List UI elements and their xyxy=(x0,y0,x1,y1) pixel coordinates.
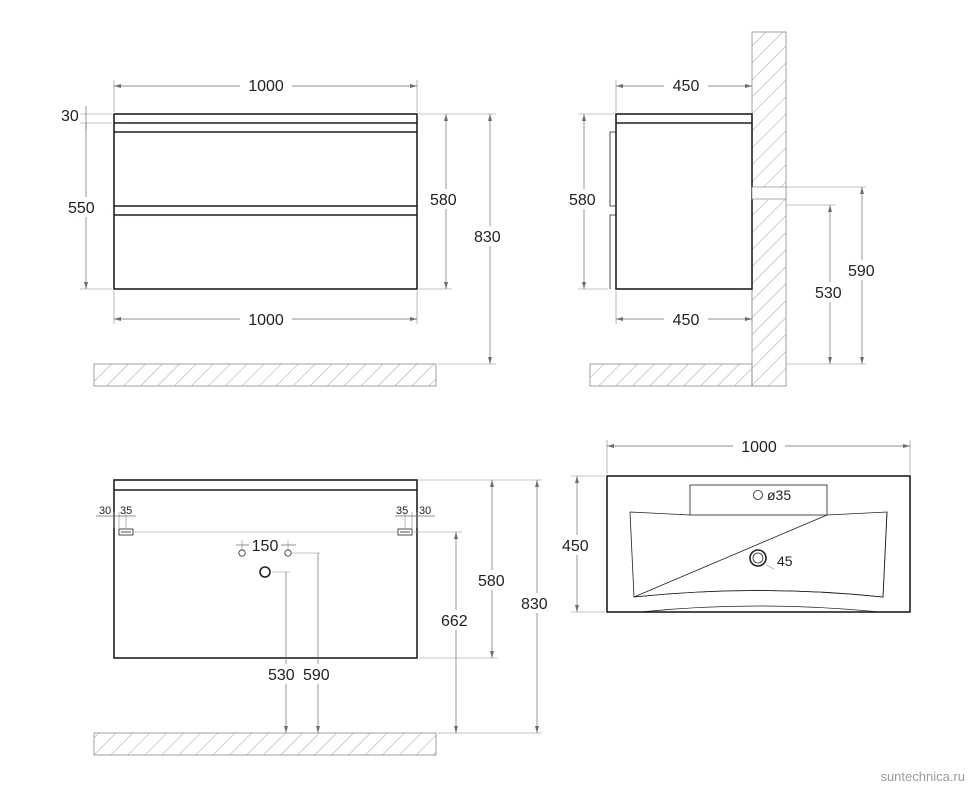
back-height-580-label: 580 xyxy=(478,573,505,590)
top-view: ø35 45 1000 450 xyxy=(561,436,911,613)
back-right-30-label: 30 xyxy=(419,505,431,517)
front-body-height-label: 580 xyxy=(430,192,457,209)
front-view: 1000 1000 30 550 580 830 xyxy=(61,75,508,387)
back-height-530-label: 530 xyxy=(268,667,295,684)
floor-hatch-back xyxy=(93,732,437,756)
back-height-590-label: 590 xyxy=(303,667,330,684)
countertop-thickness-label: 30 xyxy=(61,108,79,125)
basin-drain xyxy=(749,549,767,567)
back-view: 30 35 35 30 150 530 590 xyxy=(93,479,556,756)
side-depth-bottom-label: 450 xyxy=(673,312,700,329)
drain-label: 45 xyxy=(777,553,793,569)
back-right-35-label: 35 xyxy=(396,505,408,517)
side-depth-top-label: 450 xyxy=(673,78,700,95)
front-total-height-label: 830 xyxy=(474,229,501,246)
watermark: suntechnica.ru xyxy=(880,769,965,784)
tap-hole-label: ø35 xyxy=(767,487,791,503)
basin-bowl xyxy=(629,511,888,598)
water-inlet-left xyxy=(238,549,246,557)
tap-deck xyxy=(689,484,828,516)
washbasin-outline xyxy=(606,475,911,613)
inlet-spacing-label: 150 xyxy=(252,538,279,555)
back-left-30-label: 30 xyxy=(99,505,111,517)
front-width-top-label: 1000 xyxy=(248,78,284,95)
front-cabinet-body xyxy=(113,113,418,290)
drawer-height-label: 550 xyxy=(68,200,95,217)
front-width-bottom-label: 1000 xyxy=(248,312,284,329)
tap-hole xyxy=(753,490,763,500)
top-depth-label: 450 xyxy=(562,538,589,555)
drain-outlet xyxy=(259,566,271,578)
back-height-830-label: 830 xyxy=(521,596,548,613)
upper-handle-profile xyxy=(609,131,616,207)
top-width-label: 1000 xyxy=(741,439,777,456)
back-cabinet-body xyxy=(113,479,418,659)
side-height-590-label: 590 xyxy=(848,263,875,280)
side-view: 450 450 580 530 590 xyxy=(568,31,882,387)
wall-pipe xyxy=(751,186,787,200)
wall-hatch xyxy=(751,31,787,387)
back-left-35-label: 35 xyxy=(120,505,132,517)
front-edge-curve xyxy=(639,605,881,613)
water-inlet-right xyxy=(284,549,292,557)
side-body-height-label: 580 xyxy=(569,192,596,209)
floor-hatch-side xyxy=(589,363,753,387)
lower-handle-profile xyxy=(609,214,616,289)
side-cabinet-body xyxy=(615,113,753,290)
side-height-530-label: 530 xyxy=(815,285,842,302)
back-height-662-label: 662 xyxy=(441,613,468,630)
floor-hatch-front xyxy=(93,363,437,387)
